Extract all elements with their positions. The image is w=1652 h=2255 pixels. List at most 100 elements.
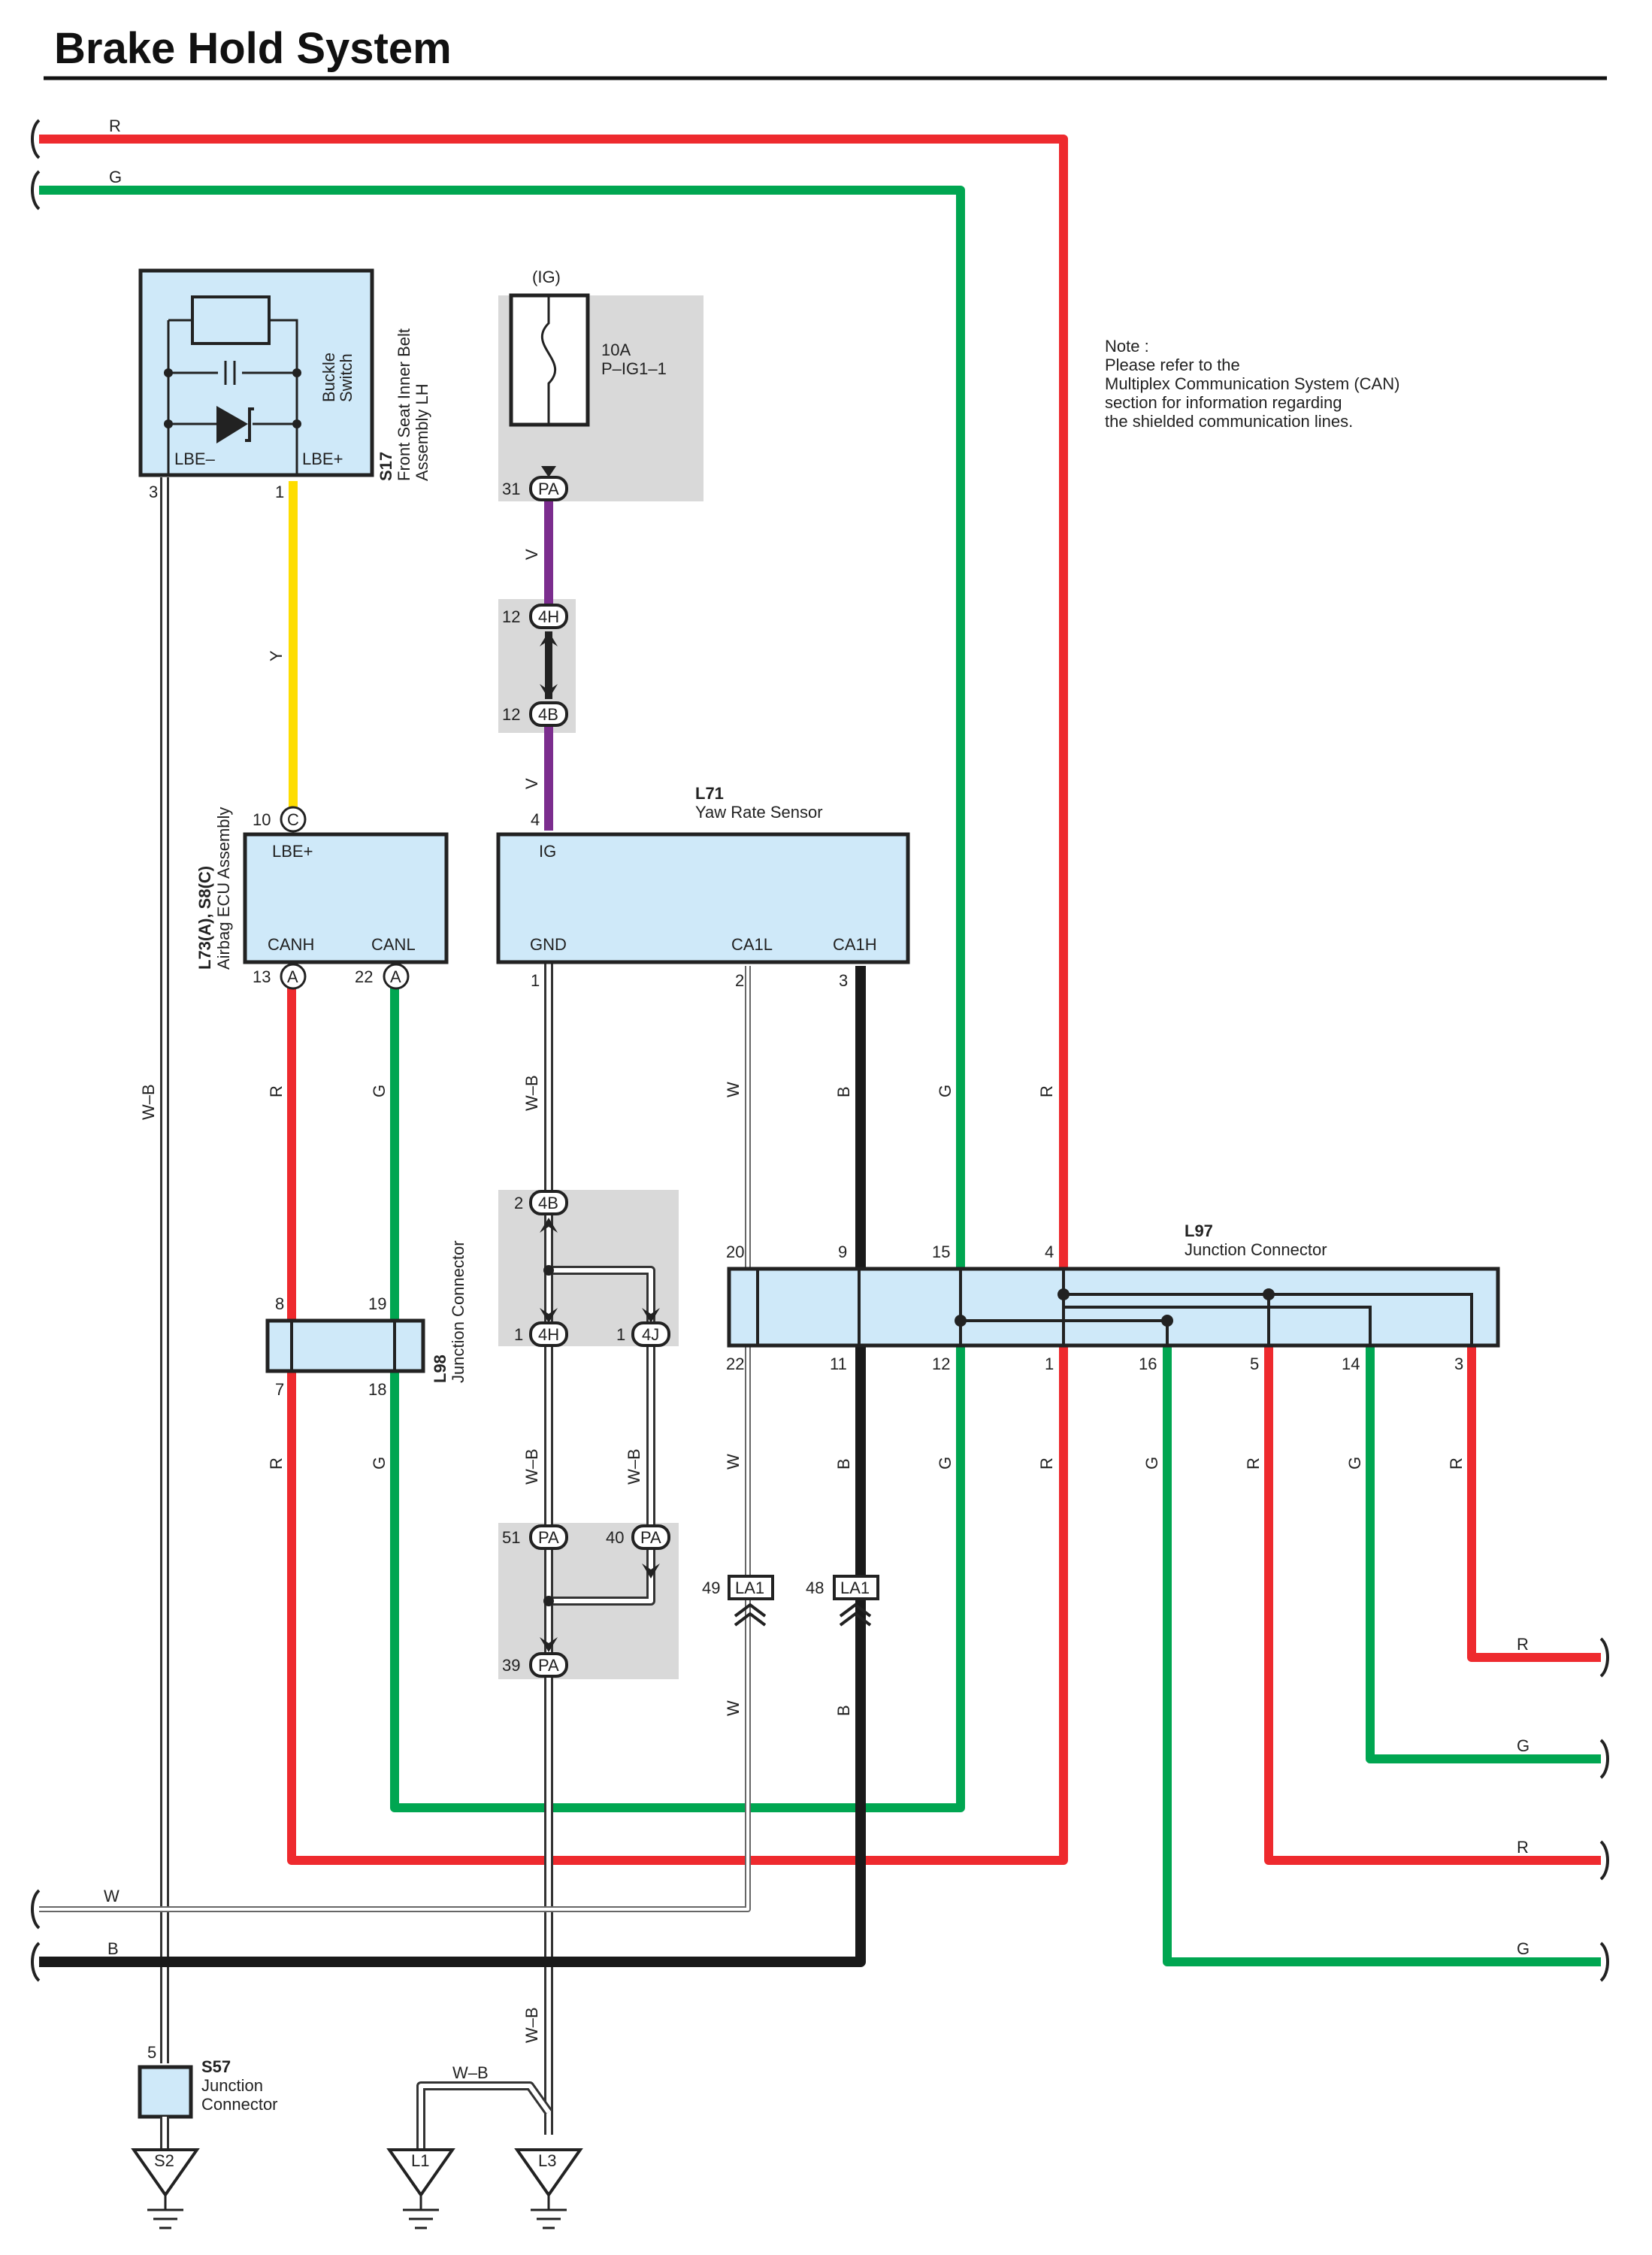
- l71-pin-num-1: 1: [531, 971, 540, 990]
- s57-pin-5: 5: [147, 2043, 156, 2062]
- wire-r-main: [39, 135, 1068, 1865]
- wire-label-b: B: [107, 1939, 119, 1958]
- wire-r-3: [1467, 1338, 1601, 1662]
- l73-pin-num-13: 13: [253, 967, 271, 986]
- l97-top-pin: 20: [726, 1243, 744, 1261]
- l73-conn-a-canl: [383, 963, 410, 990]
- ground-s2: S2: [131, 2148, 200, 2229]
- wire-label-v: V: [522, 778, 541, 789]
- l73-conn-a-label: A: [287, 967, 298, 986]
- l71-pin-num-3: 3: [839, 971, 848, 990]
- wire-r-5: [1264, 1338, 1601, 1865]
- l73-pin-num-10: 10: [253, 810, 271, 829]
- connector-4b-2: 4B 2: [514, 1190, 568, 1215]
- wire-label-w: W: [104, 1887, 120, 1905]
- connector-id: 4H: [538, 1325, 559, 1344]
- l71-pin-num-2: 2: [735, 971, 744, 990]
- connector-box: [833, 1575, 879, 1600]
- s17-buckle-switch: LBE– LBE+ Buckle Switch 3 1 S17 Front Se…: [138, 268, 431, 501]
- s57-name-line1: Junction: [201, 2076, 263, 2095]
- note-line-4: section for information regarding: [1105, 393, 1342, 412]
- l97-bottom-pin: 16: [1139, 1355, 1157, 1373]
- l97-bottom-pin: 11: [830, 1355, 847, 1373]
- l98-pin-8: 8: [275, 1294, 284, 1313]
- wire-label-g: G: [1142, 1457, 1161, 1470]
- s57-name-line2: Connector: [201, 2095, 278, 2114]
- wire-label-g: G: [1517, 1939, 1529, 1958]
- connector-pa-31: PA 31: [502, 466, 568, 501]
- l97-top-pin: 9: [838, 1243, 847, 1261]
- splice-node: [543, 1596, 554, 1606]
- s17-pin-lbe-plus: LBE+: [302, 449, 343, 468]
- connector-num: 12: [502, 705, 520, 724]
- ground-icon: [403, 2195, 439, 2229]
- note-line-5: the shielded communication lines.: [1105, 412, 1353, 431]
- l71-box: [496, 832, 910, 964]
- connector-num: 31: [502, 480, 520, 498]
- connector-id: PA: [538, 480, 559, 498]
- wire-label-y: Y: [267, 650, 286, 661]
- connector-chevron-icon: [839, 1603, 872, 1627]
- l73-conn-a-label: A: [390, 967, 401, 986]
- wire-label-r: R: [1037, 1085, 1056, 1097]
- l73-code: L73(A), S8(C): [195, 866, 214, 970]
- l97-r-bus: [1062, 1269, 1473, 1345]
- connector-pill: [529, 1652, 568, 1678]
- connector-chevron-icon: [734, 1603, 767, 1627]
- s17-code: S17: [377, 452, 395, 481]
- wire-label-r: R: [1517, 1838, 1529, 1857]
- connector-pill: [529, 604, 568, 629]
- l71-pin-ig: IG: [539, 842, 556, 861]
- l73-airbag-ecu: LBE+ CANH CANL L73(A), S8(C) Airbag ECU …: [195, 806, 449, 990]
- wire-label-v: V: [522, 549, 541, 560]
- l71-pin-gnd: GND: [530, 935, 567, 954]
- connector-box: [728, 1575, 774, 1600]
- l73-conn-c: [280, 806, 307, 833]
- connector-id: 4H: [538, 607, 559, 626]
- wire-label-r: R: [109, 117, 121, 135]
- wire-label-g: G: [1345, 1457, 1364, 1470]
- l97-node: [1161, 1315, 1173, 1327]
- capacitor-icon: [168, 361, 297, 385]
- wire-wb-branch-inner: [549, 1268, 653, 1603]
- l97-node: [1057, 1288, 1070, 1300]
- wire-label-wb: W–B: [139, 1084, 158, 1120]
- l97-bottom-pin: 22: [726, 1355, 744, 1373]
- wire-label-r: R: [1037, 1457, 1056, 1470]
- ground-label: L3: [538, 2151, 556, 2170]
- connector-id: LA1: [735, 1578, 764, 1597]
- wire-g-main: [39, 186, 965, 1812]
- connector-4j-1: 4J 1: [616, 1321, 670, 1347]
- wire-label-g: G: [1517, 1736, 1529, 1755]
- ground-triangle: [514, 2148, 583, 2198]
- connector-num: 1: [616, 1325, 625, 1344]
- ground-l1: L1: [386, 2148, 455, 2229]
- wire-label-wb: W–B: [452, 2063, 489, 2082]
- connector-id: 4J: [642, 1325, 659, 1344]
- ground-triangle: [131, 2148, 200, 2198]
- l73-conn-c-label: C: [287, 810, 299, 829]
- s17-pin-num-3: 3: [149, 483, 158, 501]
- fuse-source-label: (IG): [532, 268, 561, 286]
- l73-pin-canl: CANL: [371, 935, 416, 954]
- connector-4b-12: 4B 12: [502, 701, 568, 727]
- connector-num: 40: [606, 1528, 624, 1547]
- l73-name: Airbag ECU Assembly: [214, 807, 233, 970]
- connector-num: 51: [502, 1528, 520, 1547]
- fuse-rating: 10A: [601, 341, 631, 359]
- l73-box: [243, 832, 449, 964]
- wire-label-b: B: [834, 1705, 853, 1716]
- connector-mate-arrows-icon: [540, 1218, 660, 1323]
- connector-pill: [529, 1524, 568, 1550]
- l73-conn-a-canh: [280, 963, 307, 990]
- break-mark-right-icon: [1599, 1637, 1609, 1982]
- wire-label-wb: W–B: [522, 1448, 541, 1485]
- zener-bar: [245, 407, 254, 442]
- wire-g-14: [1366, 1338, 1601, 1763]
- wire-label-g: G: [936, 1457, 955, 1470]
- wire-wb-l1-inner: [419, 2084, 551, 2150]
- connector-num: 39: [502, 1656, 520, 1675]
- s17-node: [164, 368, 173, 377]
- connector-pill: [631, 1524, 670, 1550]
